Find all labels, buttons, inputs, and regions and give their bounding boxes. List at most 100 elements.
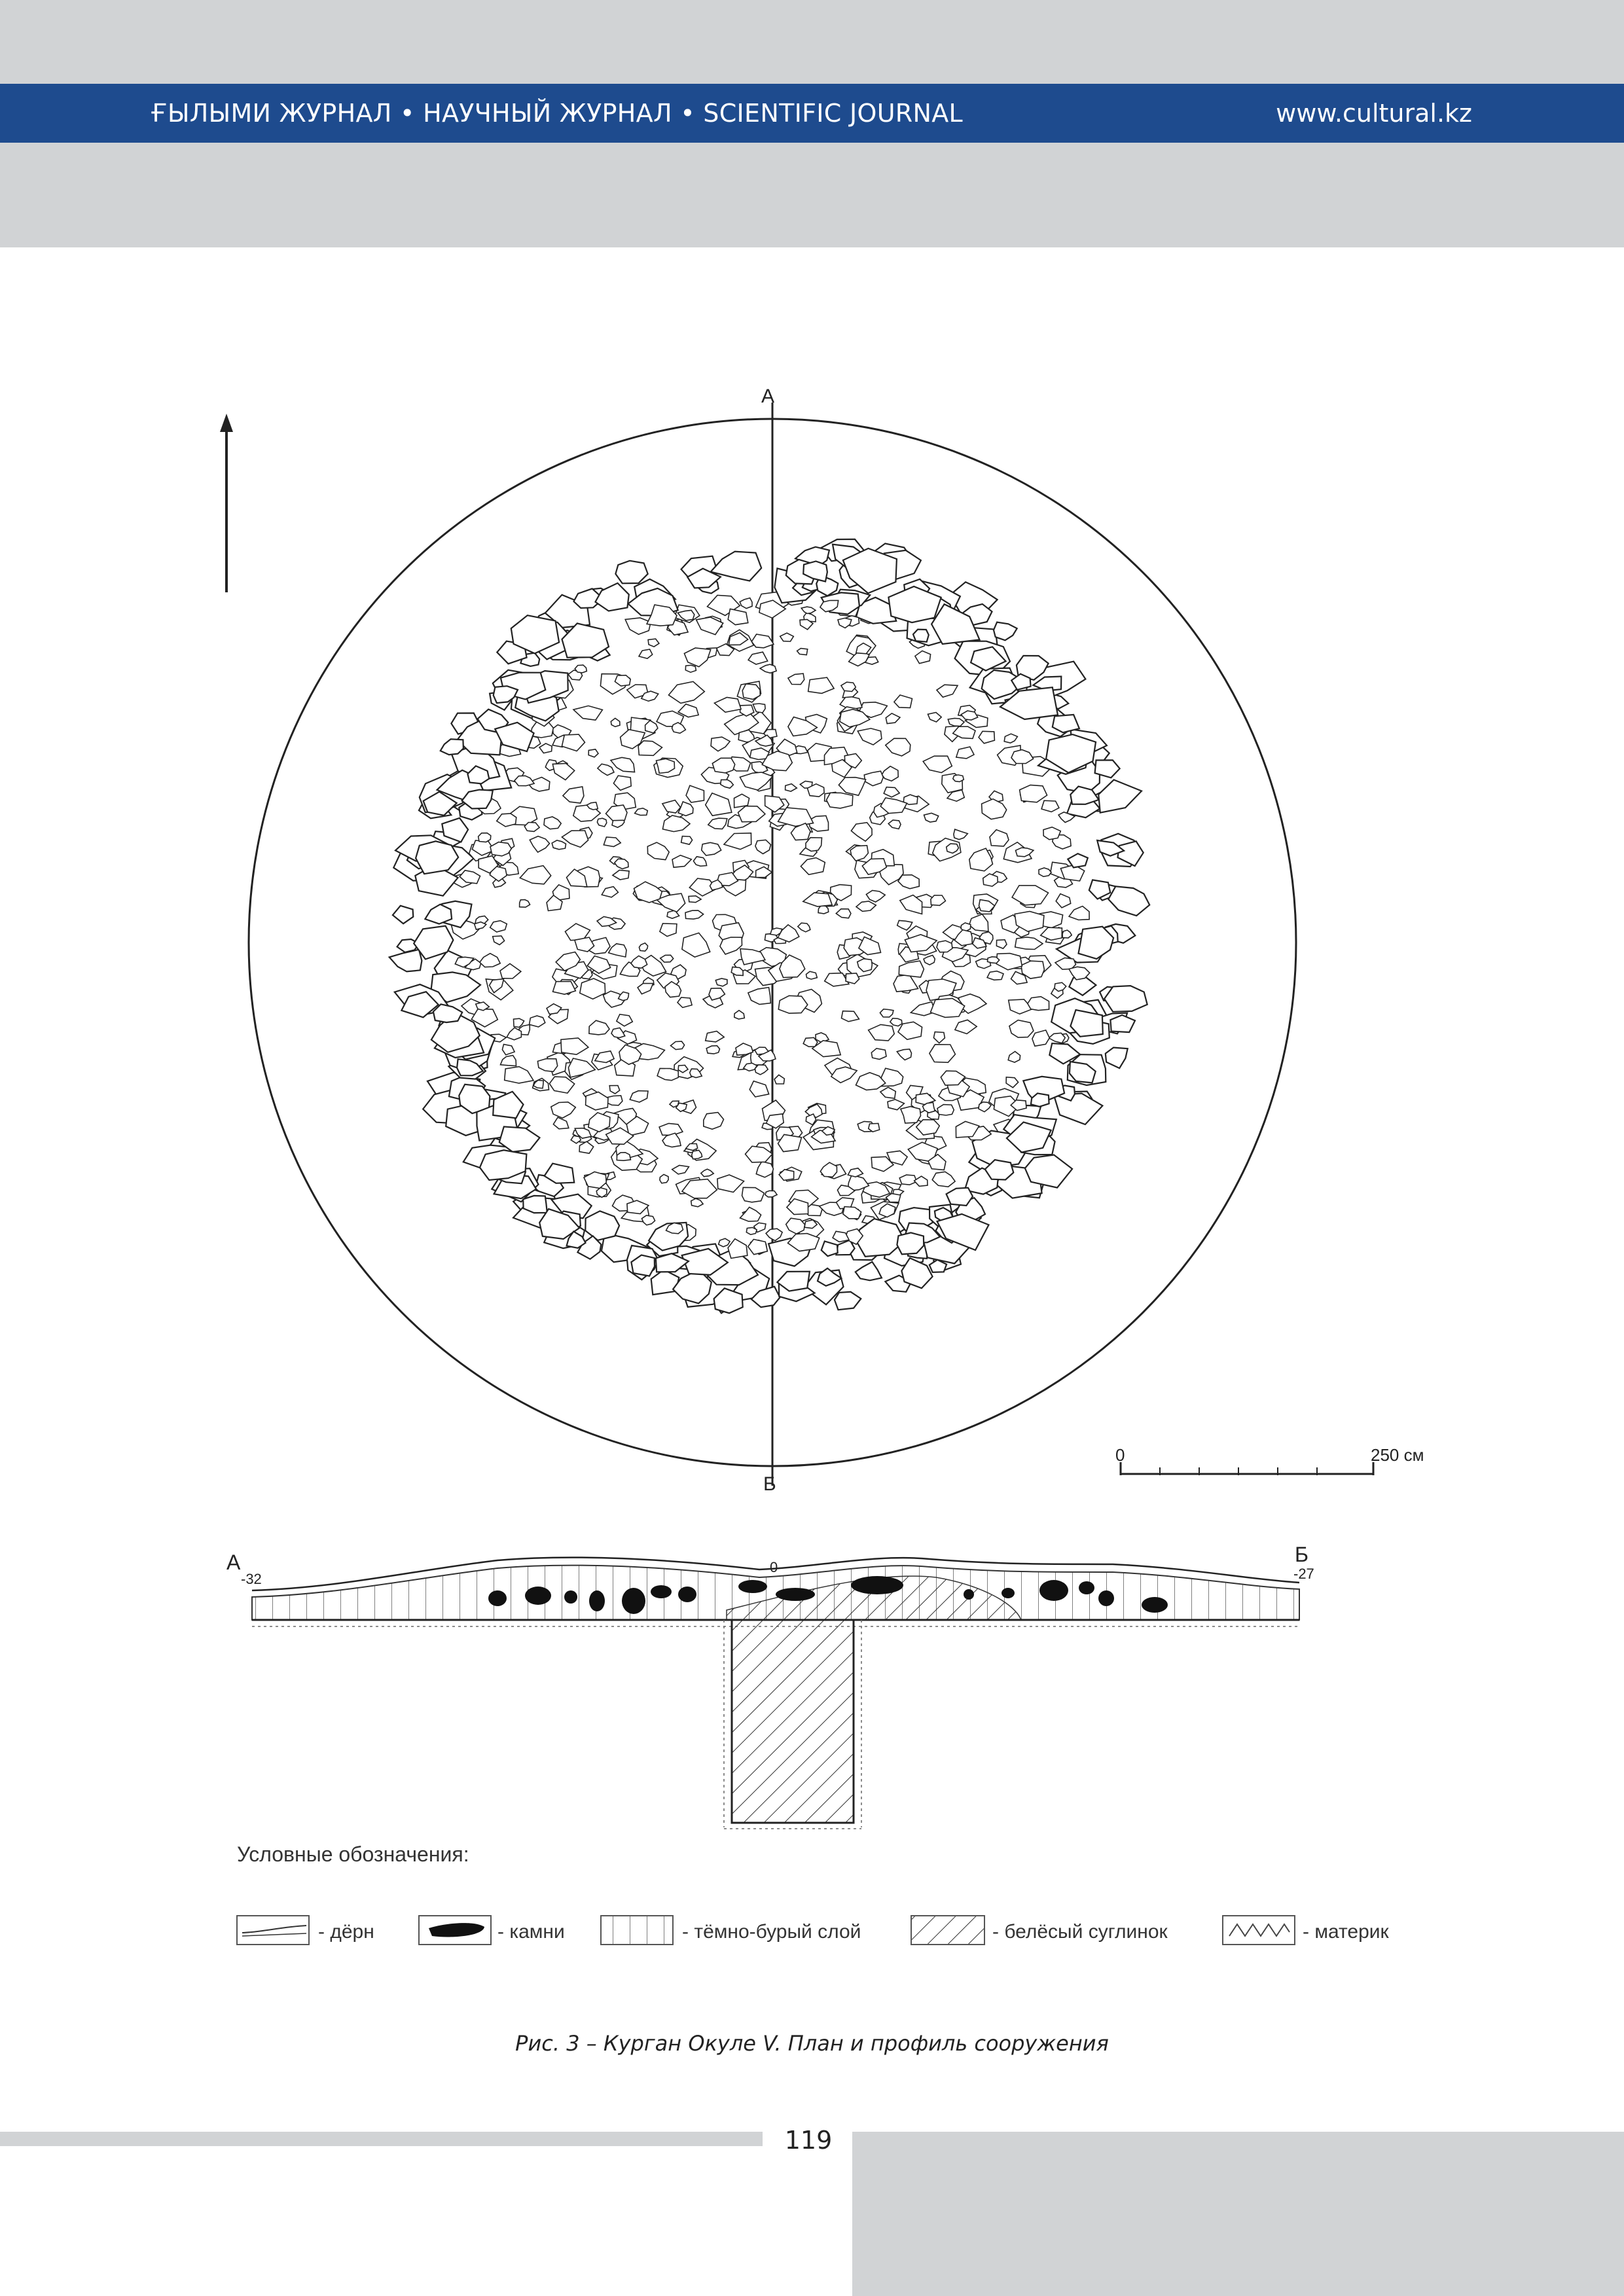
stone (845, 973, 860, 984)
stone (588, 748, 600, 758)
stone (430, 971, 482, 1003)
stone (707, 817, 728, 830)
stone (709, 550, 763, 582)
stone (461, 789, 494, 810)
stone (893, 694, 913, 709)
stone (863, 770, 884, 787)
stone (728, 632, 749, 646)
stone (412, 925, 454, 960)
stone (668, 681, 706, 704)
stone (471, 840, 496, 856)
stone (1041, 800, 1060, 813)
stone (659, 954, 674, 963)
stone (855, 1071, 886, 1091)
stone (747, 651, 768, 665)
stone (821, 1126, 836, 1136)
stone (473, 921, 488, 931)
stone (820, 1162, 838, 1178)
stone (739, 772, 774, 791)
stone (784, 783, 798, 792)
stone (790, 822, 811, 841)
stone (555, 951, 581, 972)
stone (1068, 976, 1098, 997)
stone (952, 726, 976, 740)
stone (1049, 1043, 1081, 1065)
stone (992, 621, 1019, 641)
stone (855, 901, 877, 912)
stone (681, 1247, 729, 1276)
stone (1045, 733, 1097, 774)
stone (953, 829, 969, 840)
stone (659, 923, 677, 937)
stone (566, 868, 588, 888)
stone (785, 1198, 809, 1215)
stone (715, 978, 728, 987)
legend-label-whitish-loam: - белёсый суглинок (992, 1921, 1168, 1943)
stone (960, 710, 979, 721)
stone (885, 1193, 901, 1203)
stone (947, 717, 965, 727)
stone (1077, 925, 1115, 960)
stone (1038, 867, 1053, 878)
stone (700, 1168, 715, 1177)
stone (609, 1085, 621, 1094)
stone (899, 894, 923, 915)
stone (1014, 936, 1044, 950)
stone (1088, 879, 1111, 900)
stone (755, 839, 772, 855)
stone (936, 940, 953, 953)
stone (1010, 971, 1028, 985)
stone (935, 684, 959, 698)
stone (838, 776, 867, 797)
stone (746, 1227, 758, 1236)
stone (513, 1018, 525, 1028)
stone (619, 728, 646, 749)
stone (1060, 864, 1085, 882)
stone (800, 606, 817, 615)
stone (647, 638, 660, 647)
stone (488, 978, 505, 994)
stone (931, 1171, 956, 1188)
stone (896, 1232, 925, 1255)
legend-symbol-stones (418, 1915, 492, 1945)
stone (888, 819, 901, 830)
stone (1094, 759, 1121, 779)
stone (496, 813, 517, 827)
stone (825, 792, 854, 809)
stone (614, 674, 632, 687)
stone (806, 783, 825, 798)
stone (506, 1027, 522, 1041)
legend-label-sod: - дёрн (318, 1921, 374, 1943)
stone (899, 1174, 918, 1186)
legend-symbols (236, 1915, 1295, 1945)
stone (671, 721, 687, 734)
legend-symbol-dark-brown-layer (600, 1915, 674, 1945)
stone (978, 899, 996, 912)
stone (611, 869, 630, 880)
stone (441, 817, 469, 843)
stone (685, 785, 705, 803)
stone (530, 720, 554, 738)
stone (527, 776, 550, 792)
stone (681, 1178, 718, 1199)
stone (1068, 966, 1091, 980)
stone (532, 1079, 545, 1089)
stone (871, 1156, 895, 1172)
stone (899, 1105, 922, 1124)
journal-title: ҒЫЛЫМИ ЖУРНАЛ • НАУЧНЫЙ ЖУРНАЛ • SCIENTI… (151, 99, 964, 128)
stone (1007, 1050, 1021, 1063)
stone (700, 842, 722, 856)
stone (723, 832, 752, 850)
stone (610, 717, 621, 728)
stone (715, 643, 735, 656)
stone (759, 600, 787, 619)
stone (645, 604, 677, 627)
stone (796, 647, 808, 656)
stone (713, 1287, 744, 1314)
stone (1104, 1047, 1129, 1069)
stone (644, 719, 659, 734)
stone (735, 1043, 754, 1056)
legend-label-stones: - камни (497, 1921, 565, 1943)
stone (754, 1047, 770, 1056)
stone (668, 1100, 680, 1108)
